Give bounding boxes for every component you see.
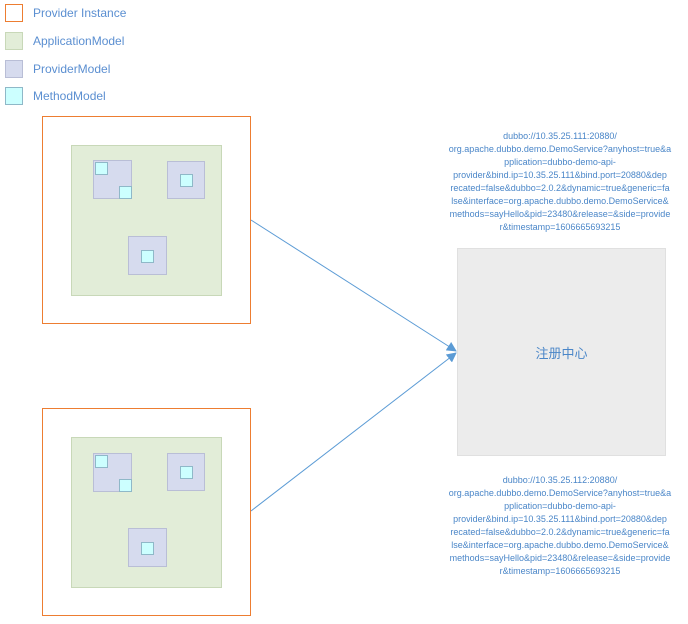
url-line: dubbo://10.35.25.111:20880/ <box>503 131 617 141</box>
legend-label: ProviderModel <box>33 62 111 76</box>
legend-label: MethodModel <box>33 89 106 103</box>
provider-model <box>167 161 205 199</box>
provider-instance-swatch <box>5 4 23 22</box>
legend-label: Provider Instance <box>33 6 127 20</box>
method-model <box>119 479 132 492</box>
method-model <box>119 186 132 199</box>
url-line: org.apache.dubbo.demo.DemoService?anyhos… <box>448 144 672 154</box>
url-text-top: dubbo://10.35.25.111:20880/ org.apache.d… <box>437 130 683 234</box>
method-model <box>180 174 193 187</box>
method-model <box>180 466 193 479</box>
url-line: provider&bind.ip=10.35.25.111&bind.port=… <box>453 514 667 524</box>
url-line: recated=false&dubbo=2.0.2&dynamic=true&g… <box>450 527 670 537</box>
url-line: dubbo://10.35.25.112:20880/ <box>502 475 618 485</box>
url-line: lse&interface=org.apache.dubbo.demo.Demo… <box>451 540 669 550</box>
legend-provider-model: ProviderModel <box>5 59 110 79</box>
url-text-bottom: dubbo://10.35.25.112:20880/ org.apache.d… <box>437 474 683 578</box>
provider-model <box>93 160 132 199</box>
legend-application-model: ApplicationModel <box>5 31 124 51</box>
registry-label: 注册中心 <box>535 346 588 362</box>
provider-instance-1 <box>42 116 251 324</box>
provider-model <box>167 453 205 491</box>
application-model-swatch <box>5 32 23 50</box>
application-model <box>71 437 222 588</box>
url-line: recated=false&dubbo=2.0.2&dynamic=true&g… <box>450 183 670 193</box>
url-line: pplication=dubbo-demo-api- <box>504 157 616 167</box>
url-line: provider&bind.ip=10.35.25.111&bind.port=… <box>453 170 667 180</box>
url-line: org.apache.dubbo.demo.DemoService?anyhos… <box>448 488 672 498</box>
method-model <box>95 162 108 175</box>
url-line: r&timestamp=1606665693215 <box>499 566 621 576</box>
url-line: methods=sayHello&pid=23480&release=&side… <box>449 553 671 563</box>
provider-instance-2 <box>42 408 251 616</box>
provider-model-swatch <box>5 60 23 78</box>
url-line: lse&interface=org.apache.dubbo.demo.Demo… <box>451 196 669 206</box>
provider-model <box>128 236 167 275</box>
url-line: pplication=dubbo-demo-api- <box>504 501 616 511</box>
arrow-top-instance-to-registry <box>250 219 457 352</box>
method-model <box>141 250 154 263</box>
legend-label: ApplicationModel <box>33 34 125 48</box>
legend-provider-instance: Provider Instance <box>5 3 126 23</box>
method-model <box>95 455 108 468</box>
method-model-swatch <box>5 87 23 105</box>
legend-method-model: MethodModel <box>5 86 106 106</box>
url-line: methods=sayHello&pid=23480&release=&side… <box>449 209 671 219</box>
arrow-bottom-instance-to-registry <box>250 352 457 512</box>
application-model <box>71 145 222 296</box>
method-model <box>141 542 154 555</box>
provider-model <box>93 453 132 492</box>
url-line: r&timestamp=1606665693215 <box>499 222 621 232</box>
registry-center: 注册中心 <box>457 248 666 456</box>
provider-model <box>128 528 167 567</box>
